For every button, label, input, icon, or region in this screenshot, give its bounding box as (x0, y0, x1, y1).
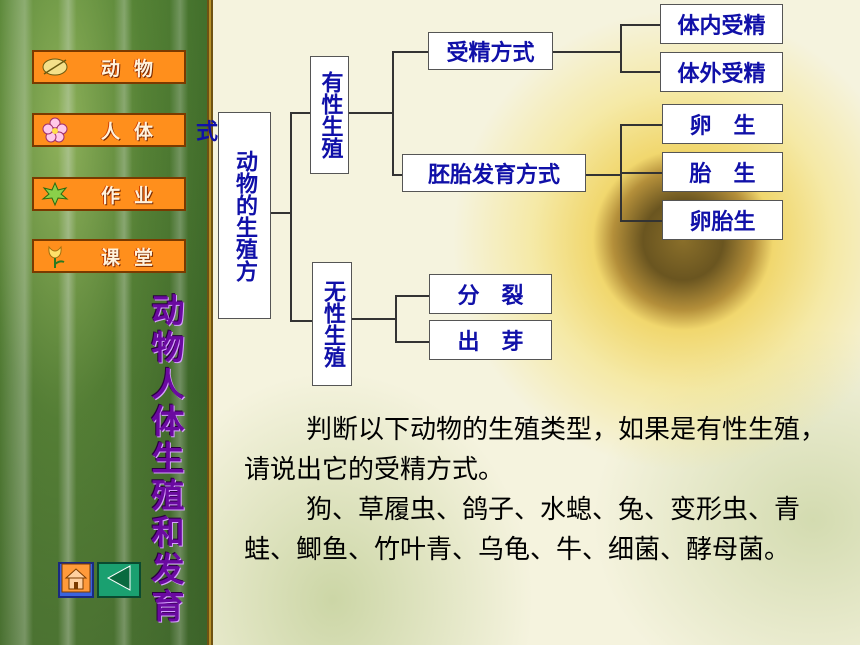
nav-button-homework[interactable]: 作业 (32, 177, 186, 211)
root-node-reproduction: 动物的生殖方 (218, 112, 271, 319)
connector (620, 24, 622, 72)
connector (271, 212, 291, 214)
nav-label: 作业 (100, 184, 167, 207)
connector (290, 112, 292, 322)
nav-label: 课堂 (100, 246, 167, 269)
flower-icon (40, 117, 70, 143)
sidebar-shade (0, 0, 207, 645)
node-internal-fertilization: 体内受精 (660, 4, 783, 44)
connector (620, 124, 662, 126)
home-button[interactable] (58, 562, 94, 598)
connector (349, 112, 393, 114)
nav-button-human-body[interactable]: 人体 (32, 113, 186, 147)
connector (395, 341, 429, 343)
node-fission: 分 裂 (429, 274, 552, 314)
connector (395, 295, 397, 342)
node-asexual-reproduction: 无性生殖 (312, 262, 352, 386)
home-icon (61, 563, 91, 597)
connector (392, 174, 402, 176)
connector (586, 174, 621, 176)
nav-button-animal[interactable]: 动物 (32, 50, 186, 84)
sidebar-title: 动物人体生殖和发育 (151, 291, 185, 626)
node-label: 无性生殖 (320, 280, 345, 368)
nav-label: 人体 (100, 120, 167, 143)
tulip-icon (40, 243, 70, 269)
root-node-label: 动物的生殖方 (232, 149, 257, 282)
nav-button-classroom[interactable]: 课堂 (32, 239, 186, 273)
node-fertilization-method: 受精方式 (428, 32, 553, 70)
node-external-fertilization: 体外受精 (660, 52, 783, 92)
node-ovoviviparous: 卵胎生 (662, 200, 783, 240)
node-viviparous: 胎 生 (662, 152, 783, 192)
connector (290, 320, 312, 322)
node-label: 有性生殖 (317, 71, 343, 159)
node-budding: 出 芽 (429, 320, 552, 360)
leaf-icon (40, 54, 70, 80)
connector (620, 172, 662, 174)
sidebar-forest-background (0, 0, 207, 645)
node-embryo-development: 胚胎发育方式 (402, 154, 586, 192)
maple-icon (40, 181, 70, 207)
node-sexual-reproduction: 有性生殖 (310, 56, 349, 174)
connector (392, 51, 428, 53)
root-label-overflow: 式 (196, 120, 219, 145)
connector (553, 51, 621, 53)
connector (620, 71, 660, 73)
question-paragraph: 判断以下动物的生殖类型，如果是有性生殖，请说出它的受精方式。 (244, 415, 827, 485)
connector (395, 295, 429, 297)
connector (352, 318, 396, 320)
sidebar-divider (207, 0, 213, 645)
back-button[interactable] (97, 562, 141, 598)
back-arrow-icon (104, 564, 134, 596)
nav-label: 动物 (100, 57, 167, 80)
connector (620, 220, 662, 222)
connector (392, 51, 394, 175)
connector (290, 112, 310, 114)
connector (620, 24, 660, 26)
question-text: 判断以下动物的生殖类型，如果是有性生殖，请说出它的受精方式。 狗、草履虫、鸽子、… (244, 410, 844, 570)
animal-list-paragraph: 狗、草履虫、鸽子、水螅、兔、变形虫、青蛙、鲫鱼、竹叶青、乌龟、牛、细菌、酵母菌。 (244, 495, 801, 565)
node-oviparous: 卵 生 (662, 104, 783, 144)
